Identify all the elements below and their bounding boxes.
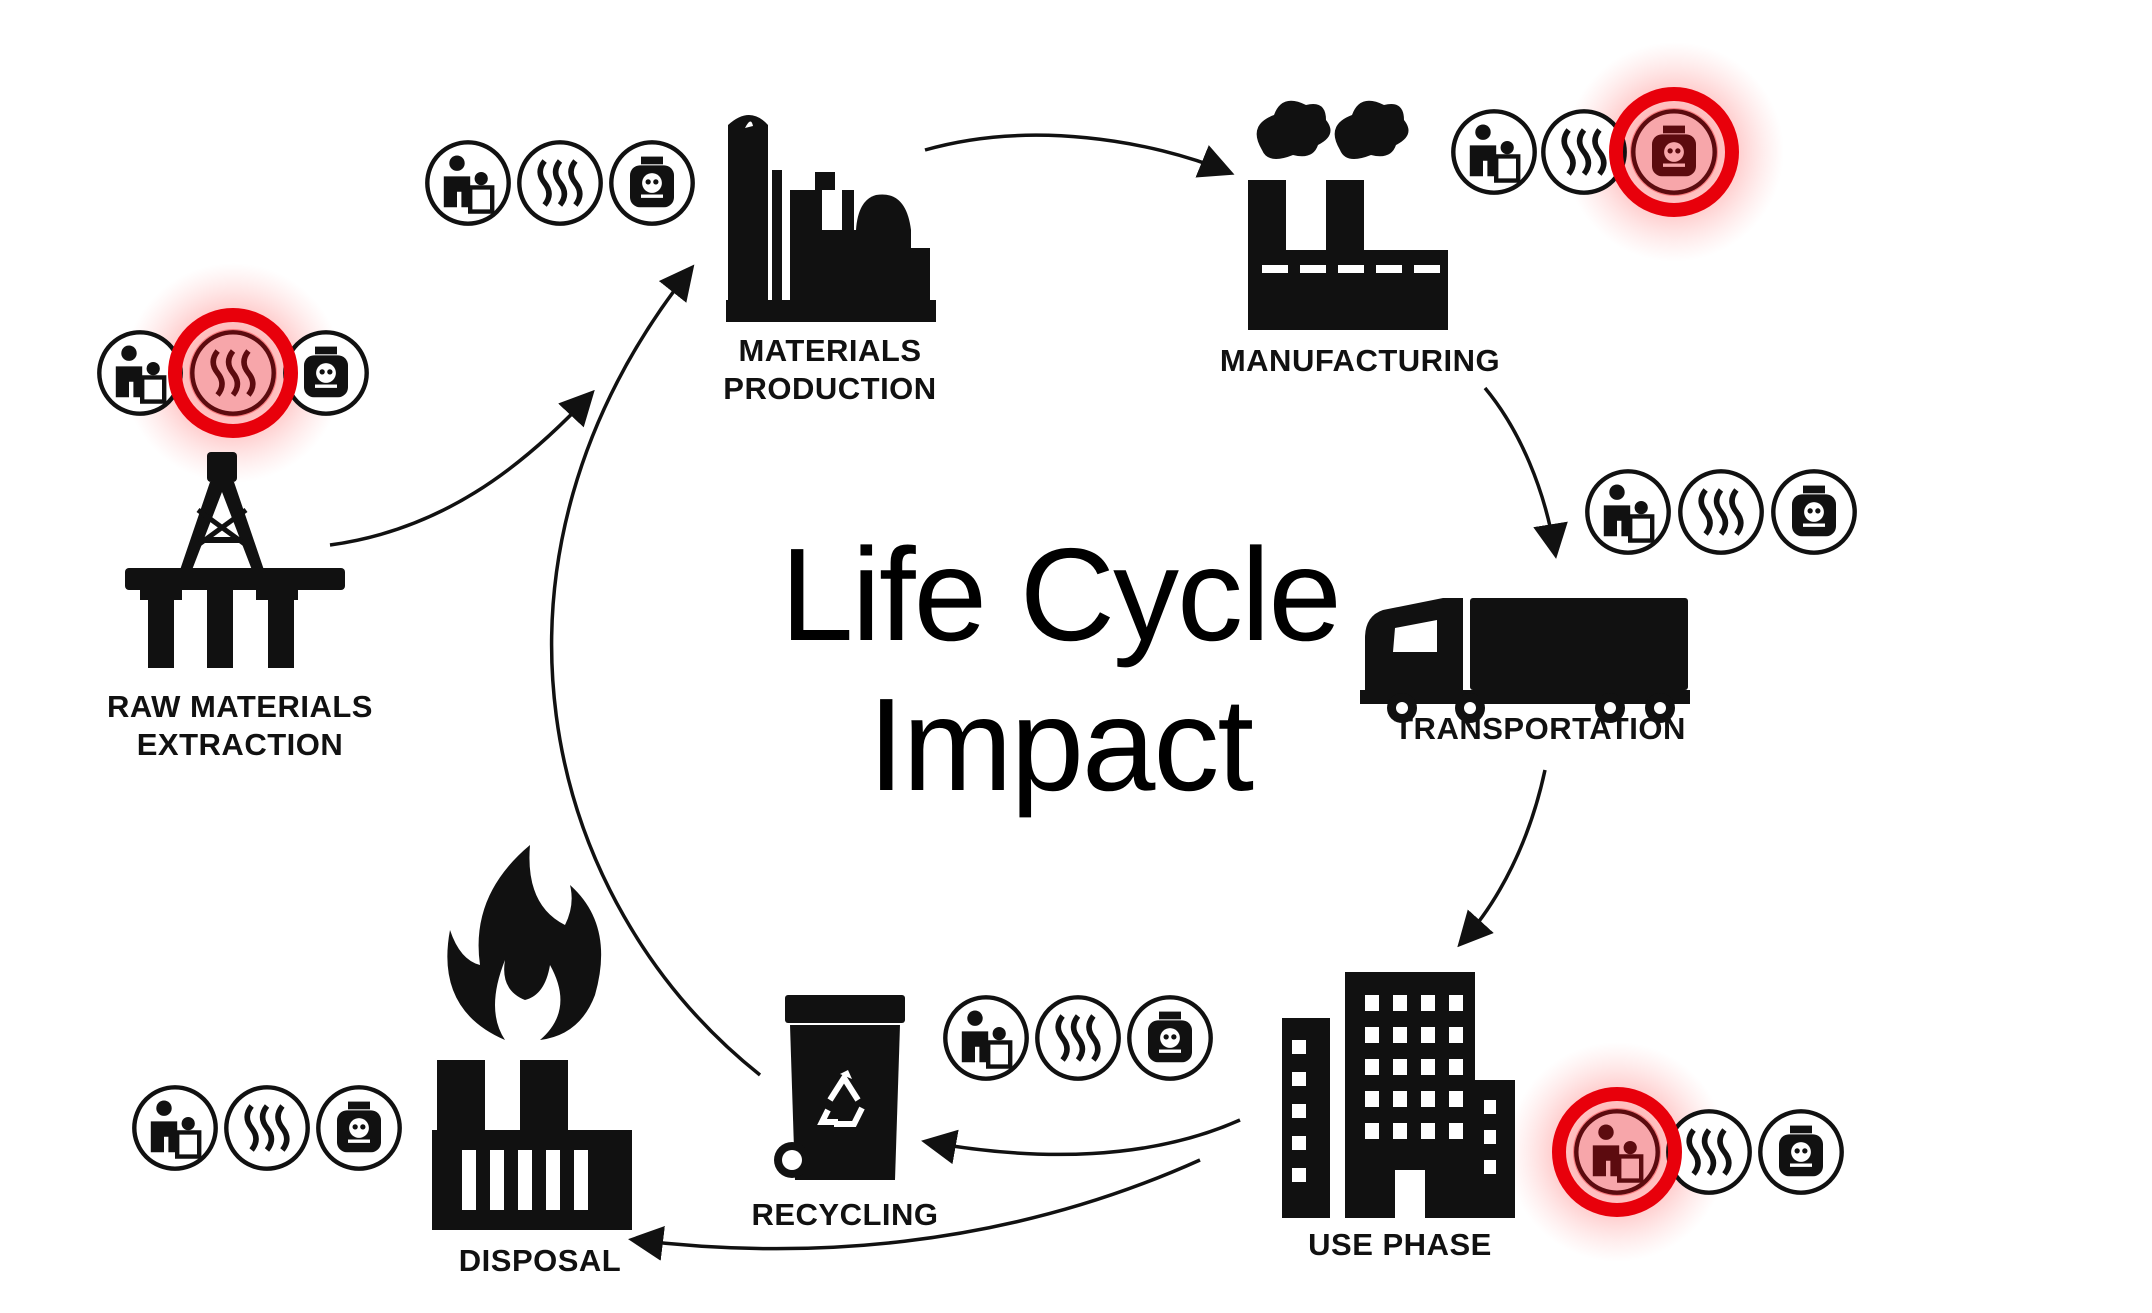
label-line: TRANSPORTATION bbox=[1394, 711, 1686, 746]
impact-icons-disposal bbox=[134, 1087, 399, 1168]
label-disposal: DISPOSAL bbox=[410, 1242, 670, 1280]
refinery-icon bbox=[726, 115, 936, 322]
label-line: PRODUCTION bbox=[723, 371, 937, 406]
heat-icon bbox=[1037, 997, 1118, 1078]
cycle-arrows bbox=[329, 133, 1568, 1261]
label-materials-production: MATERIALS PRODUCTION bbox=[680, 332, 980, 408]
people-icon bbox=[1453, 111, 1534, 192]
arrow-recycling-to-materials bbox=[550, 264, 762, 1077]
impact-icons-recycling bbox=[945, 997, 1210, 1078]
label-line: MATERIALS bbox=[738, 333, 922, 368]
recycling-bin-icon bbox=[774, 995, 905, 1180]
people-icon bbox=[134, 1087, 215, 1168]
arrow-use-to-disposal bbox=[628, 1158, 1201, 1261]
label-line: RAW MATERIALS bbox=[107, 689, 373, 724]
incinerator-icon bbox=[432, 845, 632, 1230]
title-line-2: Impact bbox=[867, 671, 1254, 818]
factory-icon bbox=[1248, 100, 1448, 330]
label-line: MANUFACTURING bbox=[1219, 343, 1501, 378]
heat-icon bbox=[1680, 471, 1761, 552]
label-line: RECYCLING bbox=[751, 1197, 939, 1232]
label-line: DISPOSAL bbox=[458, 1243, 622, 1278]
toxic-icon bbox=[611, 142, 692, 223]
highlight-ring bbox=[1609, 87, 1739, 217]
arrow-materials-to-manufacturing bbox=[924, 133, 1235, 178]
toxic-icon bbox=[318, 1087, 399, 1168]
people-icon bbox=[1587, 471, 1668, 552]
highlight-tint bbox=[1573, 1108, 1661, 1196]
label-line: EXTRACTION bbox=[136, 727, 344, 762]
people-icon bbox=[945, 997, 1026, 1078]
building-icon bbox=[1282, 972, 1515, 1218]
heat-icon bbox=[519, 142, 600, 223]
heat-icon bbox=[226, 1087, 307, 1168]
impact-icons-materials bbox=[427, 142, 692, 223]
highlight-ring bbox=[1552, 1087, 1682, 1217]
people-icon bbox=[427, 142, 508, 223]
title-line-1: Life Cycle bbox=[780, 521, 1342, 668]
arrow-raw-to-materials bbox=[329, 389, 595, 547]
arrow-transportation-to-use bbox=[1457, 769, 1547, 948]
toxic-icon bbox=[1760, 1111, 1841, 1192]
label-raw-materials-extraction: RAW MATERIALS EXTRACTION bbox=[80, 688, 400, 764]
arrow-use-to-recycling bbox=[921, 1118, 1241, 1165]
highlight-ring bbox=[168, 308, 298, 438]
label-recycling: RECYCLING bbox=[705, 1196, 985, 1234]
label-line: USE PHASE bbox=[1308, 1227, 1492, 1262]
toxic-icon bbox=[1773, 471, 1854, 552]
diagram-title: Life Cycle Impact bbox=[700, 520, 1420, 820]
label-manufacturing: MANUFACTURING bbox=[1190, 342, 1530, 380]
oil-rig-icon bbox=[125, 452, 345, 668]
truck-icon bbox=[1360, 598, 1690, 723]
label-use-phase: USE PHASE bbox=[1260, 1226, 1540, 1264]
highlight-tint bbox=[189, 329, 277, 417]
toxic-icon bbox=[1129, 997, 1210, 1078]
label-transportation: TRANSPORTATION bbox=[1370, 710, 1710, 748]
highlight-tint bbox=[1630, 108, 1718, 196]
arrow-manufacturing-to-transportation bbox=[1483, 386, 1568, 559]
impact-icons-transportation bbox=[1587, 471, 1854, 552]
